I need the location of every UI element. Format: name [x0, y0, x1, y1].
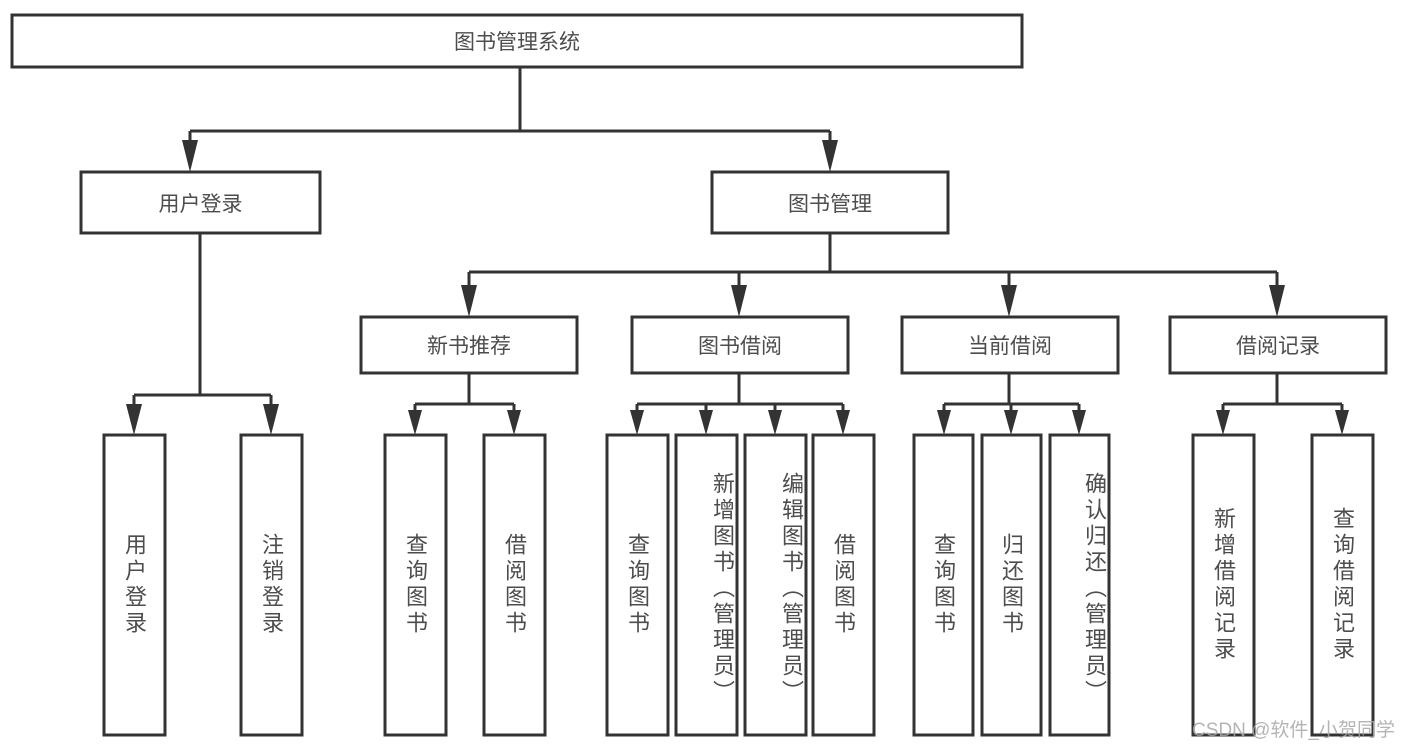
node-leaf-add-book[interactable]	[674, 433, 739, 737]
node-leaf-add-record[interactable]	[1191, 433, 1256, 737]
node-leaf-borrow-book-1[interactable]	[482, 433, 547, 737]
arrow-to-leaf-add-record	[1216, 410, 1230, 435]
node-current-borrow[interactable]	[900, 315, 1120, 375]
node-book-borrow[interactable]	[630, 315, 850, 375]
arrow-to-leaf-return-book	[1004, 410, 1018, 435]
node-borrow-record[interactable]	[1168, 315, 1388, 375]
arrow-to-leaf-query-record	[1335, 410, 1349, 435]
arrow-to-new-book-rec	[461, 285, 477, 317]
node-root[interactable]	[10, 13, 1024, 69]
arrow-to-leaf-query-book-2	[630, 410, 644, 435]
node-leaf-user-login[interactable]	[102, 433, 167, 737]
connectors-group	[126, 67, 1349, 435]
arrow-to-leaf-add-book	[699, 410, 713, 435]
arrow-to-leaf-edit-book	[768, 410, 782, 435]
node-book-manage[interactable]	[710, 170, 950, 235]
arrow-to-leaf-user-login	[126, 404, 142, 435]
arrow-to-borrow-record	[1269, 285, 1285, 317]
arrow-to-bookmanage	[822, 140, 838, 172]
arrow-to-leaf-logout	[263, 404, 279, 435]
arrow-to-leaf-query-book-3	[937, 410, 951, 435]
node-leaf-query-book-3[interactable]	[912, 433, 975, 737]
watermark-text: CSDN @软件_小贺同学	[1192, 720, 1395, 741]
arrow-to-leaf-borrow-book-1	[507, 410, 521, 435]
node-leaf-return-book[interactable]	[980, 433, 1043, 737]
node-leaf-query-book-1[interactable]	[383, 433, 448, 737]
node-leaf-query-book-2[interactable]	[605, 433, 670, 737]
node-leaf-borrow-book-2[interactable]	[811, 433, 876, 737]
arrow-to-userlogin	[182, 140, 198, 172]
arrow-to-leaf-borrow-book-2	[836, 410, 850, 435]
arrow-to-leaf-confirm-return	[1072, 410, 1086, 435]
node-user-login[interactable]	[79, 170, 322, 235]
nodes-group	[10, 13, 1388, 737]
node-leaf-logout[interactable]	[239, 433, 304, 737]
node-leaf-query-record[interactable]	[1310, 433, 1375, 737]
arrow-to-book-borrow	[731, 285, 747, 317]
arrow-to-current-borrow	[1001, 285, 1017, 317]
node-leaf-edit-book[interactable]	[743, 433, 808, 737]
node-new-book-rec[interactable]	[359, 315, 579, 375]
arrow-to-leaf-query-book-1	[408, 410, 422, 435]
node-leaf-confirm-return[interactable]	[1048, 433, 1111, 737]
